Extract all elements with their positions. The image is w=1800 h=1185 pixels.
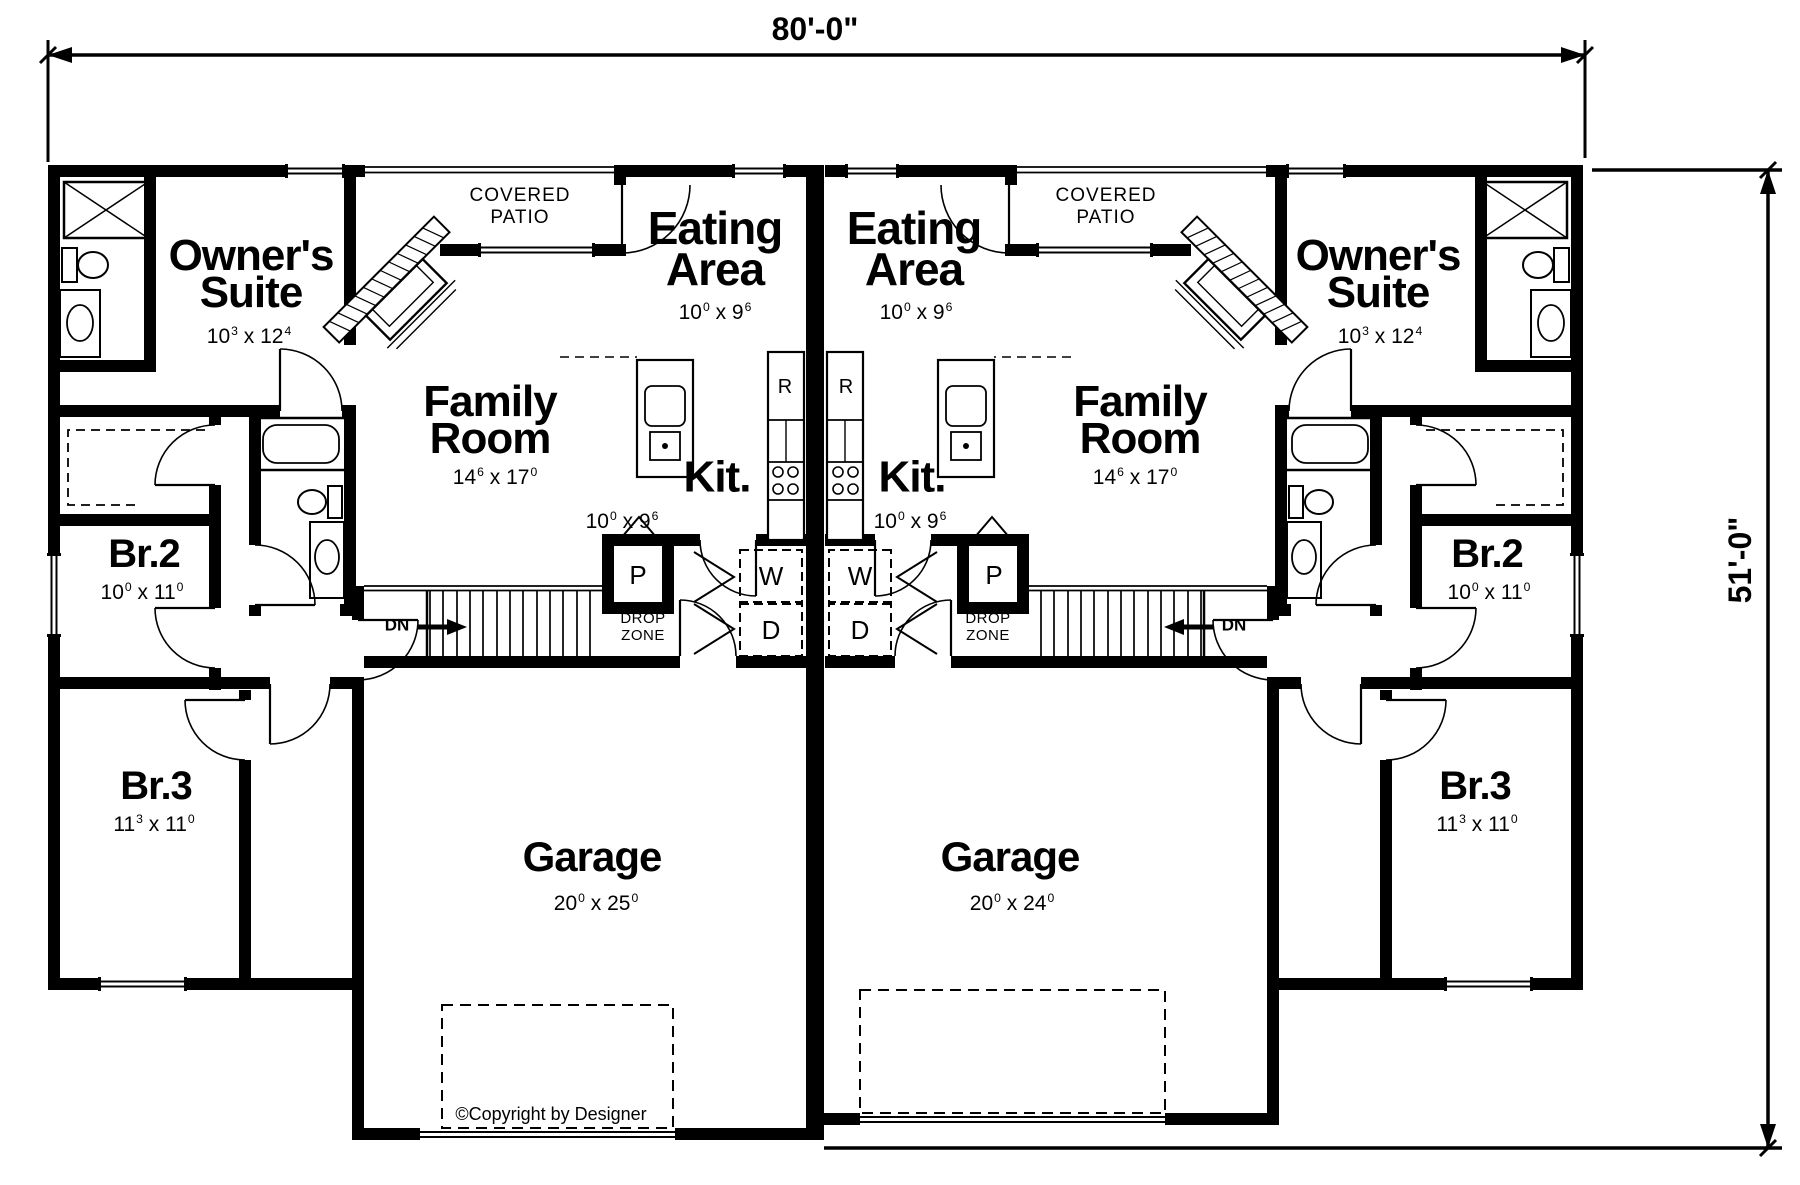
overall-width-dimension: 80'-0" [771,11,859,47]
room-label-covered-patio-left: COVERED PATIO [469,185,571,228]
room-dims-garage-left: 200 x 250 [553,891,639,915]
room-label-bedroom3-left: Br.3 [120,764,193,808]
overall-depth-dimension: 51'-0" [1722,516,1758,604]
room-dims-eating-area-right: 100 x 96 [879,300,953,324]
room-label-family-room-right: Family Room [1073,377,1207,463]
stair-dn-label-left: DN [384,615,410,635]
room-dims-garage-right: 200 x 240 [969,891,1055,915]
pantry-label-right: P [985,560,1003,590]
room-label-kitchen-left: Kit. [683,452,752,502]
washer-label-left: W [758,561,784,591]
room-dims-family-room-left: 146 x 170 [452,465,538,489]
room-dims-owners-suite-right: 103 x 124 [1337,324,1423,348]
room-dims-bedroom3-right: 113 x 110 [1436,812,1518,836]
room-dims-family-room-right: 146 x 170 [1092,465,1178,489]
room-label-eating-area-left: Eating Area [647,202,784,295]
pantry-label-left: P [629,560,647,590]
washer-label-right: W [847,561,873,591]
room-label-owners-suite-left: Owner's Suite [168,231,335,317]
room-label-kitchen-right: Kit. [878,452,947,502]
room-dims-owners-suite-left: 103 x 124 [206,324,292,348]
refrigerator-label-right: R [838,376,854,398]
garage-door-dashed-outline [441,1004,674,1129]
room-label-drop-zone-left: DROP ZONE [620,610,666,644]
dryer-label-right: D [850,615,870,645]
copyright-note: ©Copyright by Designer [455,1104,647,1124]
room-dims-eating-area-left: 100 x 96 [678,300,752,324]
dimension-lines [38,40,1782,1158]
room-dims-bedroom3-left: 113 x 110 [113,812,195,836]
room-label-drop-zone-right: DROP ZONE [965,610,1011,644]
stair-dn-label-right: DN [1221,615,1247,635]
garage-door-dashed-outline [859,989,1166,1114]
room-label-bedroom3-right: Br.3 [1439,764,1512,808]
room-label-eating-area-right: Eating Area [846,202,983,295]
dryer-label-left: D [761,615,781,645]
room-dims-bedroom2-right: 100 x 110 [1447,580,1531,604]
room-dims-kitchen-right: 100 x 96 [873,509,947,533]
room-label-bedroom2-right: Br.2 [1451,532,1524,576]
party-wall [806,165,824,1140]
room-label-garage-right: Garage [940,833,1081,880]
refrigerator-label-left: R [777,376,793,398]
left-garage-front [352,1004,806,1140]
room-label-owners-suite-right: Owner's Suite [1295,231,1462,317]
room-label-garage-left: Garage [522,833,663,880]
room-dims-bedroom2-left: 100 x 110 [100,580,184,604]
room-label-family-room-left: Family Room [423,377,557,463]
room-label-covered-patio-right: COVERED PATIO [1055,185,1157,228]
right-garage-front [824,989,1279,1125]
room-label-bedroom2-left: Br.2 [108,532,181,576]
room-dims-kitchen-left: 100 x 96 [585,509,659,533]
